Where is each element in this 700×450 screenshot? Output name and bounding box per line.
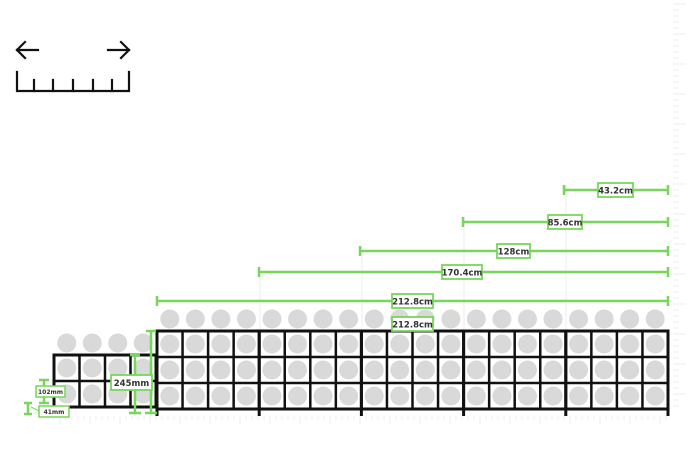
shelving-frames bbox=[52, 329, 670, 416]
svg-text:245mm: 245mm bbox=[114, 379, 150, 389]
arrow-left-icon[interactable] bbox=[15, 40, 40, 60]
svg-text:170.4cm: 170.4cm bbox=[442, 269, 483, 279]
svg-text:43.2cm: 43.2cm bbox=[598, 187, 633, 197]
ruler-icon bbox=[15, 70, 131, 93]
svg-text:212.8cm: 212.8cm bbox=[392, 298, 433, 308]
dimension-245mm: 245mm bbox=[110, 374, 153, 391]
height-dimensions: 245mm 102mm 41mm bbox=[24, 329, 157, 418]
width-dimensions: 43.2cm 85.6cm 128cm 170.4cm bbox=[155, 182, 670, 332]
dimension-41mm: 41mm bbox=[38, 405, 70, 418]
horizontal-ruler bbox=[47, 416, 667, 424]
vertical-ruler bbox=[673, 3, 686, 407]
resize-ruler-icon[interactable] bbox=[15, 40, 131, 93]
dimension-43-2cm: 43.2cm bbox=[562, 182, 670, 198]
svg-text:128cm: 128cm bbox=[498, 248, 530, 258]
svg-text:102mm: 102mm bbox=[38, 389, 63, 396]
svg-text:212.8cm: 212.8cm bbox=[392, 321, 433, 331]
dimension-total-inline: 212.8cm bbox=[391, 316, 434, 332]
dimension-102mm: 102mm bbox=[35, 385, 66, 398]
dimension-85-6cm: 85.6cm bbox=[461, 214, 670, 230]
dimension-128cm: 128cm bbox=[358, 243, 670, 259]
bottle-circles bbox=[57, 309, 665, 406]
svg-text:85.6cm: 85.6cm bbox=[548, 219, 583, 229]
arrow-right-icon[interactable] bbox=[106, 40, 131, 60]
svg-text:41mm: 41mm bbox=[44, 409, 65, 416]
dimension-212-8cm: 212.8cm bbox=[155, 293, 670, 309]
dimension-170-4cm: 170.4cm bbox=[257, 264, 670, 280]
